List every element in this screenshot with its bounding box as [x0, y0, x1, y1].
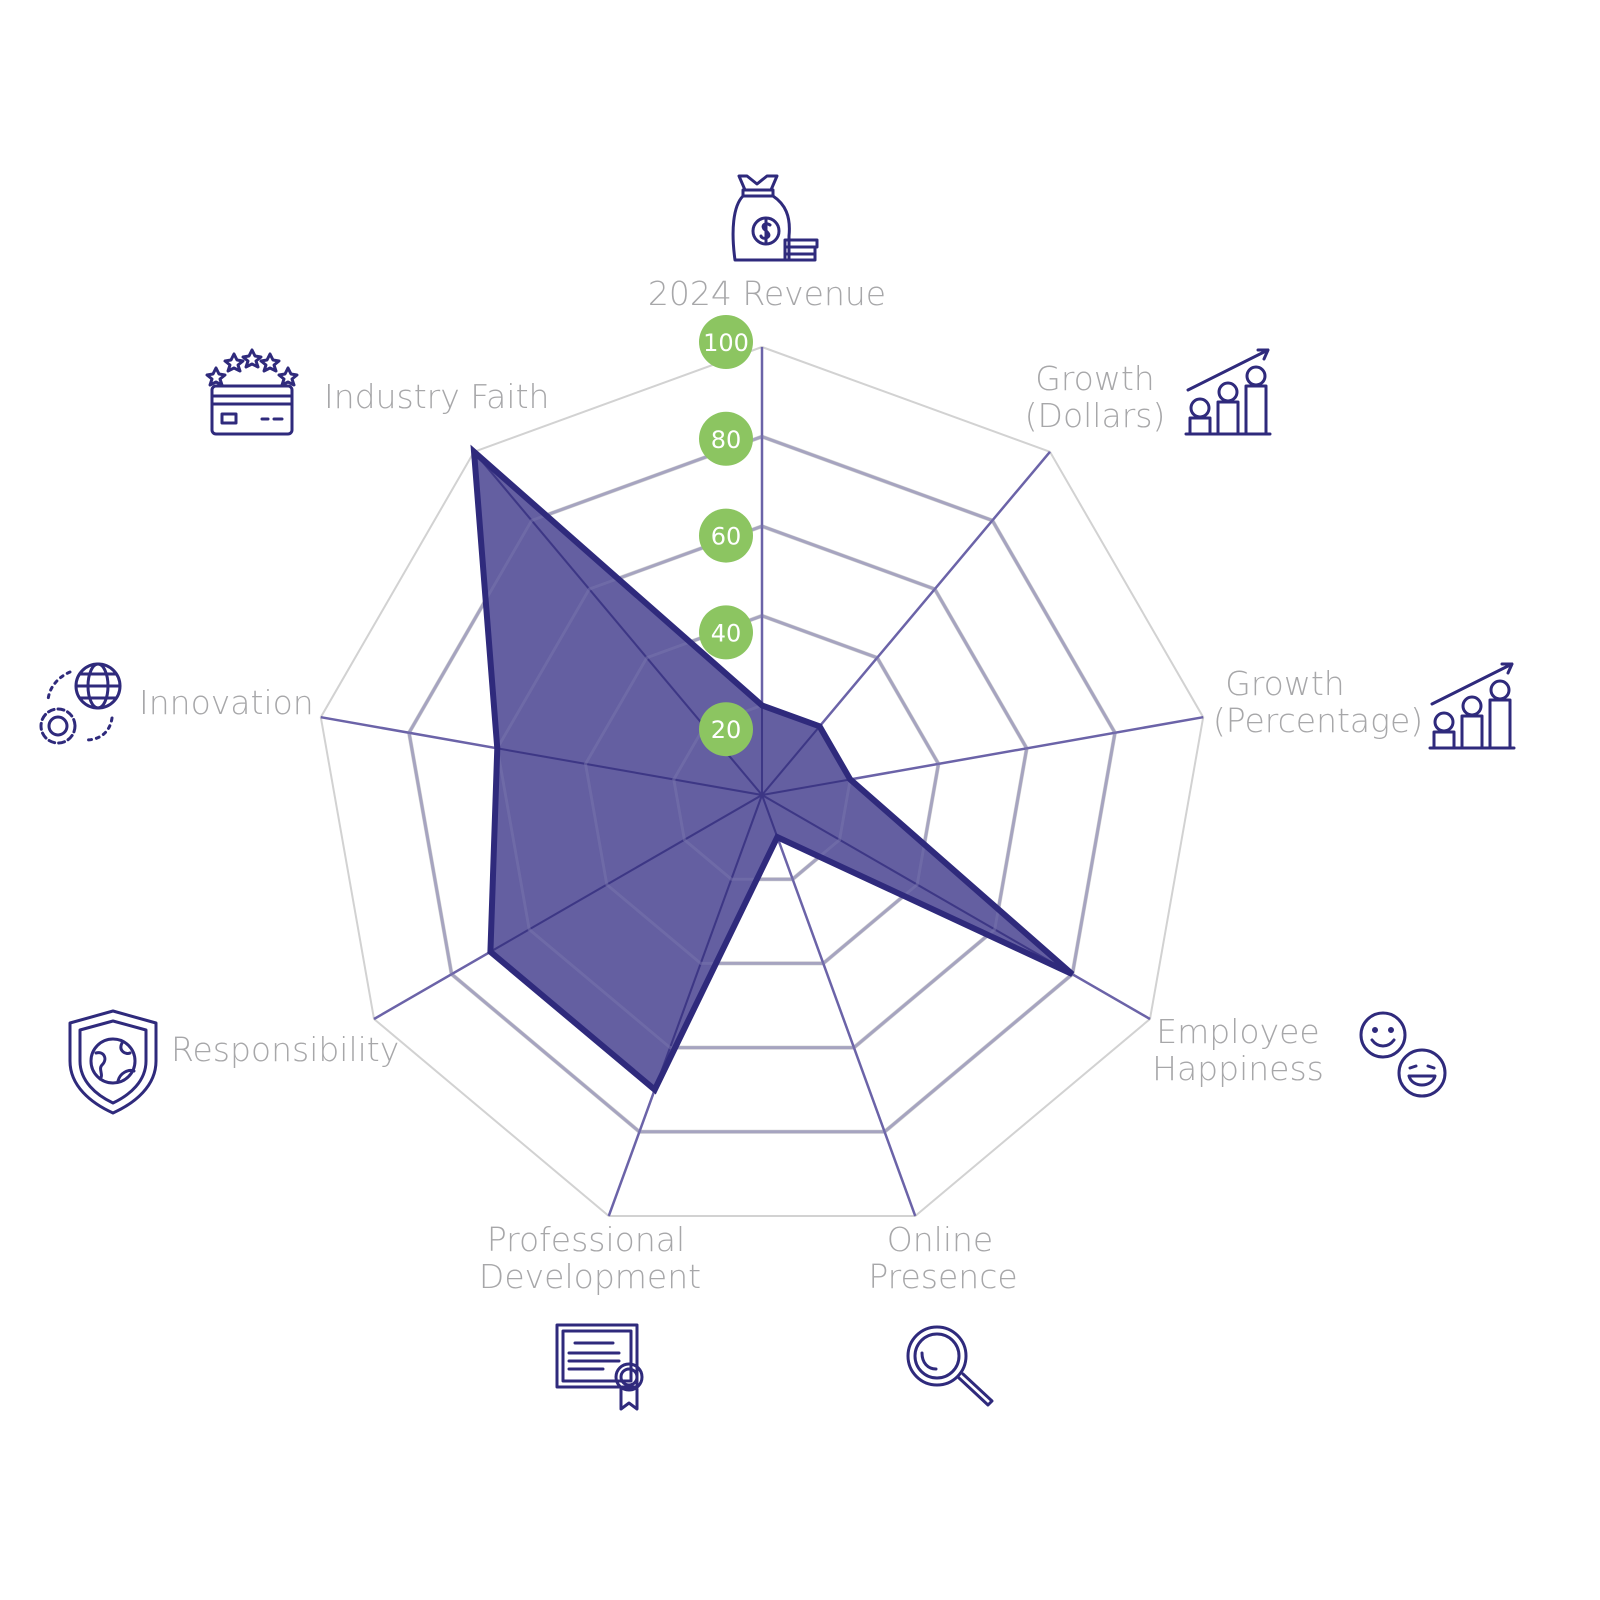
axis-line-inner — [761, 778, 851, 796]
axis-label-revenue: 2024 Revenue — [648, 274, 886, 313]
tick-label: 100 — [703, 329, 749, 357]
tick-badge: 40 — [699, 605, 753, 660]
axis-label-industry-faith: Industry Faith — [324, 377, 549, 416]
series-outline — [470, 444, 1075, 1095]
axis-line-inner — [761, 725, 821, 796]
tick-label: 40 — [711, 619, 742, 647]
grid-ring-inner — [407, 435, 1117, 1134]
axis-label-growth-percentage: Growth — [1225, 664, 1344, 703]
axis-label-responsibility: Responsibility — [171, 1030, 399, 1069]
axis-label-professional-development-2: Development — [479, 1257, 701, 1296]
axis-line-inner — [497, 747, 763, 796]
axis-label-employee-happiness-2: Happiness — [1152, 1049, 1324, 1088]
tick-badge-circle — [699, 508, 753, 563]
grid-ring-inner — [583, 614, 941, 965]
grid-ring-100 — [319, 345, 1205, 1217]
tick-label: 20 — [711, 716, 742, 744]
series-area — [474, 451, 1073, 1090]
magnifier-icon — [906, 1325, 994, 1407]
tick-badge-circle — [699, 411, 753, 466]
tick-badge: 80 — [699, 411, 753, 466]
smiley-faces-icon — [1359, 1011, 1447, 1098]
tick-badge-circle — [699, 605, 753, 660]
tick-label: 80 — [711, 426, 742, 454]
grid-ring-inner — [495, 524, 1029, 1050]
tick-badge: 100 — [699, 315, 753, 369]
coin-stacks-growth-icon — [1184, 348, 1272, 436]
tick-badge: 20 — [699, 702, 753, 757]
axis-label-online-presence: Online — [887, 1220, 993, 1259]
axis-line — [760, 794, 917, 1217]
axis-label-innovation: Innovation — [139, 683, 314, 722]
money-bag-icon — [731, 174, 819, 262]
certificate-icon — [555, 1323, 644, 1411]
axis-line-inner — [761, 794, 779, 838]
shield-globe-icon — [68, 1009, 158, 1115]
axis-line-inner — [653, 794, 763, 1091]
tick-badge-circle — [699, 315, 753, 369]
tick-badge-circle — [699, 702, 753, 757]
axis-label-online-presence-2: Presence — [868, 1257, 1017, 1296]
tick-badge: 60 — [699, 508, 753, 563]
axis-label-employee-happiness: Employee — [1156, 1012, 1319, 1051]
tick-label: 60 — [711, 523, 742, 551]
axis-label-growth-percentage-2: (Percentage) — [1213, 701, 1423, 740]
axis-label-growth-dollars-2: (Dollars) — [1025, 396, 1166, 435]
axis-label-professional-development: Professional — [487, 1220, 685, 1259]
coin-stacks-growth-icon — [1428, 662, 1516, 750]
credit-card-stars-icon — [205, 348, 299, 436]
axis-label-growth-dollars: Growth — [1035, 359, 1154, 398]
globe-gear-icon — [39, 662, 122, 745]
axis-line-inner — [489, 794, 763, 953]
